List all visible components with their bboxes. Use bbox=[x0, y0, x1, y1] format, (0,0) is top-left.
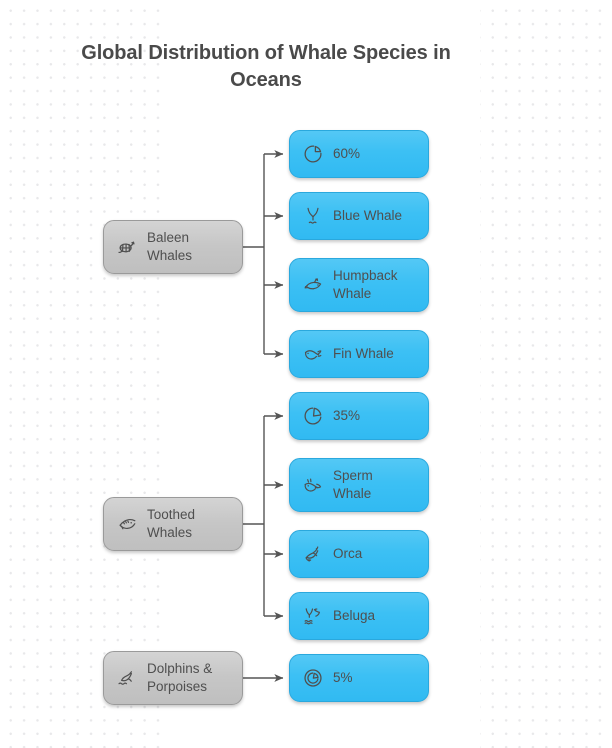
connector-toothed bbox=[243, 412, 284, 620]
toothed-whale-icon bbox=[116, 513, 138, 535]
humpback-whale-icon bbox=[302, 274, 324, 296]
node-baleen-share[interactable]: 60% bbox=[289, 130, 429, 178]
connector-baleen bbox=[243, 150, 284, 358]
node-baleen-whales[interactable]: Baleen Whales bbox=[103, 220, 243, 274]
node-label: 35% bbox=[333, 407, 361, 423]
node-toothed-share[interactable]: 35% bbox=[289, 392, 429, 440]
baleen-whale-icon bbox=[116, 236, 138, 258]
node-blue-whale[interactable]: Blue Whale bbox=[289, 192, 429, 240]
node-dolphins-porpoises[interactable]: Dolphins & Porpoises bbox=[103, 651, 243, 705]
node-label: Beluga bbox=[333, 607, 376, 623]
pie-chart-icon bbox=[302, 405, 324, 427]
node-label: Orca bbox=[333, 545, 363, 561]
node-humpback-whale[interactable]: Humpback Whale bbox=[289, 258, 429, 312]
node-label: Dolphins & Porpoises bbox=[147, 660, 213, 694]
beluga-icon bbox=[302, 605, 324, 627]
whale-tail-icon bbox=[302, 205, 324, 227]
node-beluga[interactable]: Beluga bbox=[289, 592, 429, 640]
node-orca[interactable]: Orca bbox=[289, 530, 429, 578]
orca-icon bbox=[302, 543, 324, 565]
node-toothed-whales[interactable]: Toothed Whales bbox=[103, 497, 243, 551]
donut-chart-icon bbox=[302, 667, 324, 689]
page-title: Global Distribution of Whale Species in … bbox=[81, 42, 451, 91]
node-dolphins-share[interactable]: 5% bbox=[289, 654, 429, 702]
sperm-whale-icon bbox=[302, 474, 324, 496]
fin-whale-icon bbox=[302, 343, 324, 365]
node-label: Blue Whale bbox=[333, 207, 403, 223]
node-label: Sperm Whale bbox=[333, 467, 373, 501]
pie-chart-icon bbox=[302, 143, 324, 165]
dolphin-icon bbox=[116, 667, 138, 689]
node-sperm-whale[interactable]: Sperm Whale bbox=[289, 458, 429, 512]
node-label: Humpback Whale bbox=[333, 267, 398, 301]
node-label: 60% bbox=[333, 145, 361, 161]
node-fin-whale[interactable]: Fin Whale bbox=[289, 330, 429, 378]
node-label: 5% bbox=[333, 669, 353, 685]
node-label: Fin Whale bbox=[333, 345, 394, 361]
node-label: Baleen Whales bbox=[147, 229, 193, 263]
node-label: Toothed Whales bbox=[147, 506, 196, 540]
